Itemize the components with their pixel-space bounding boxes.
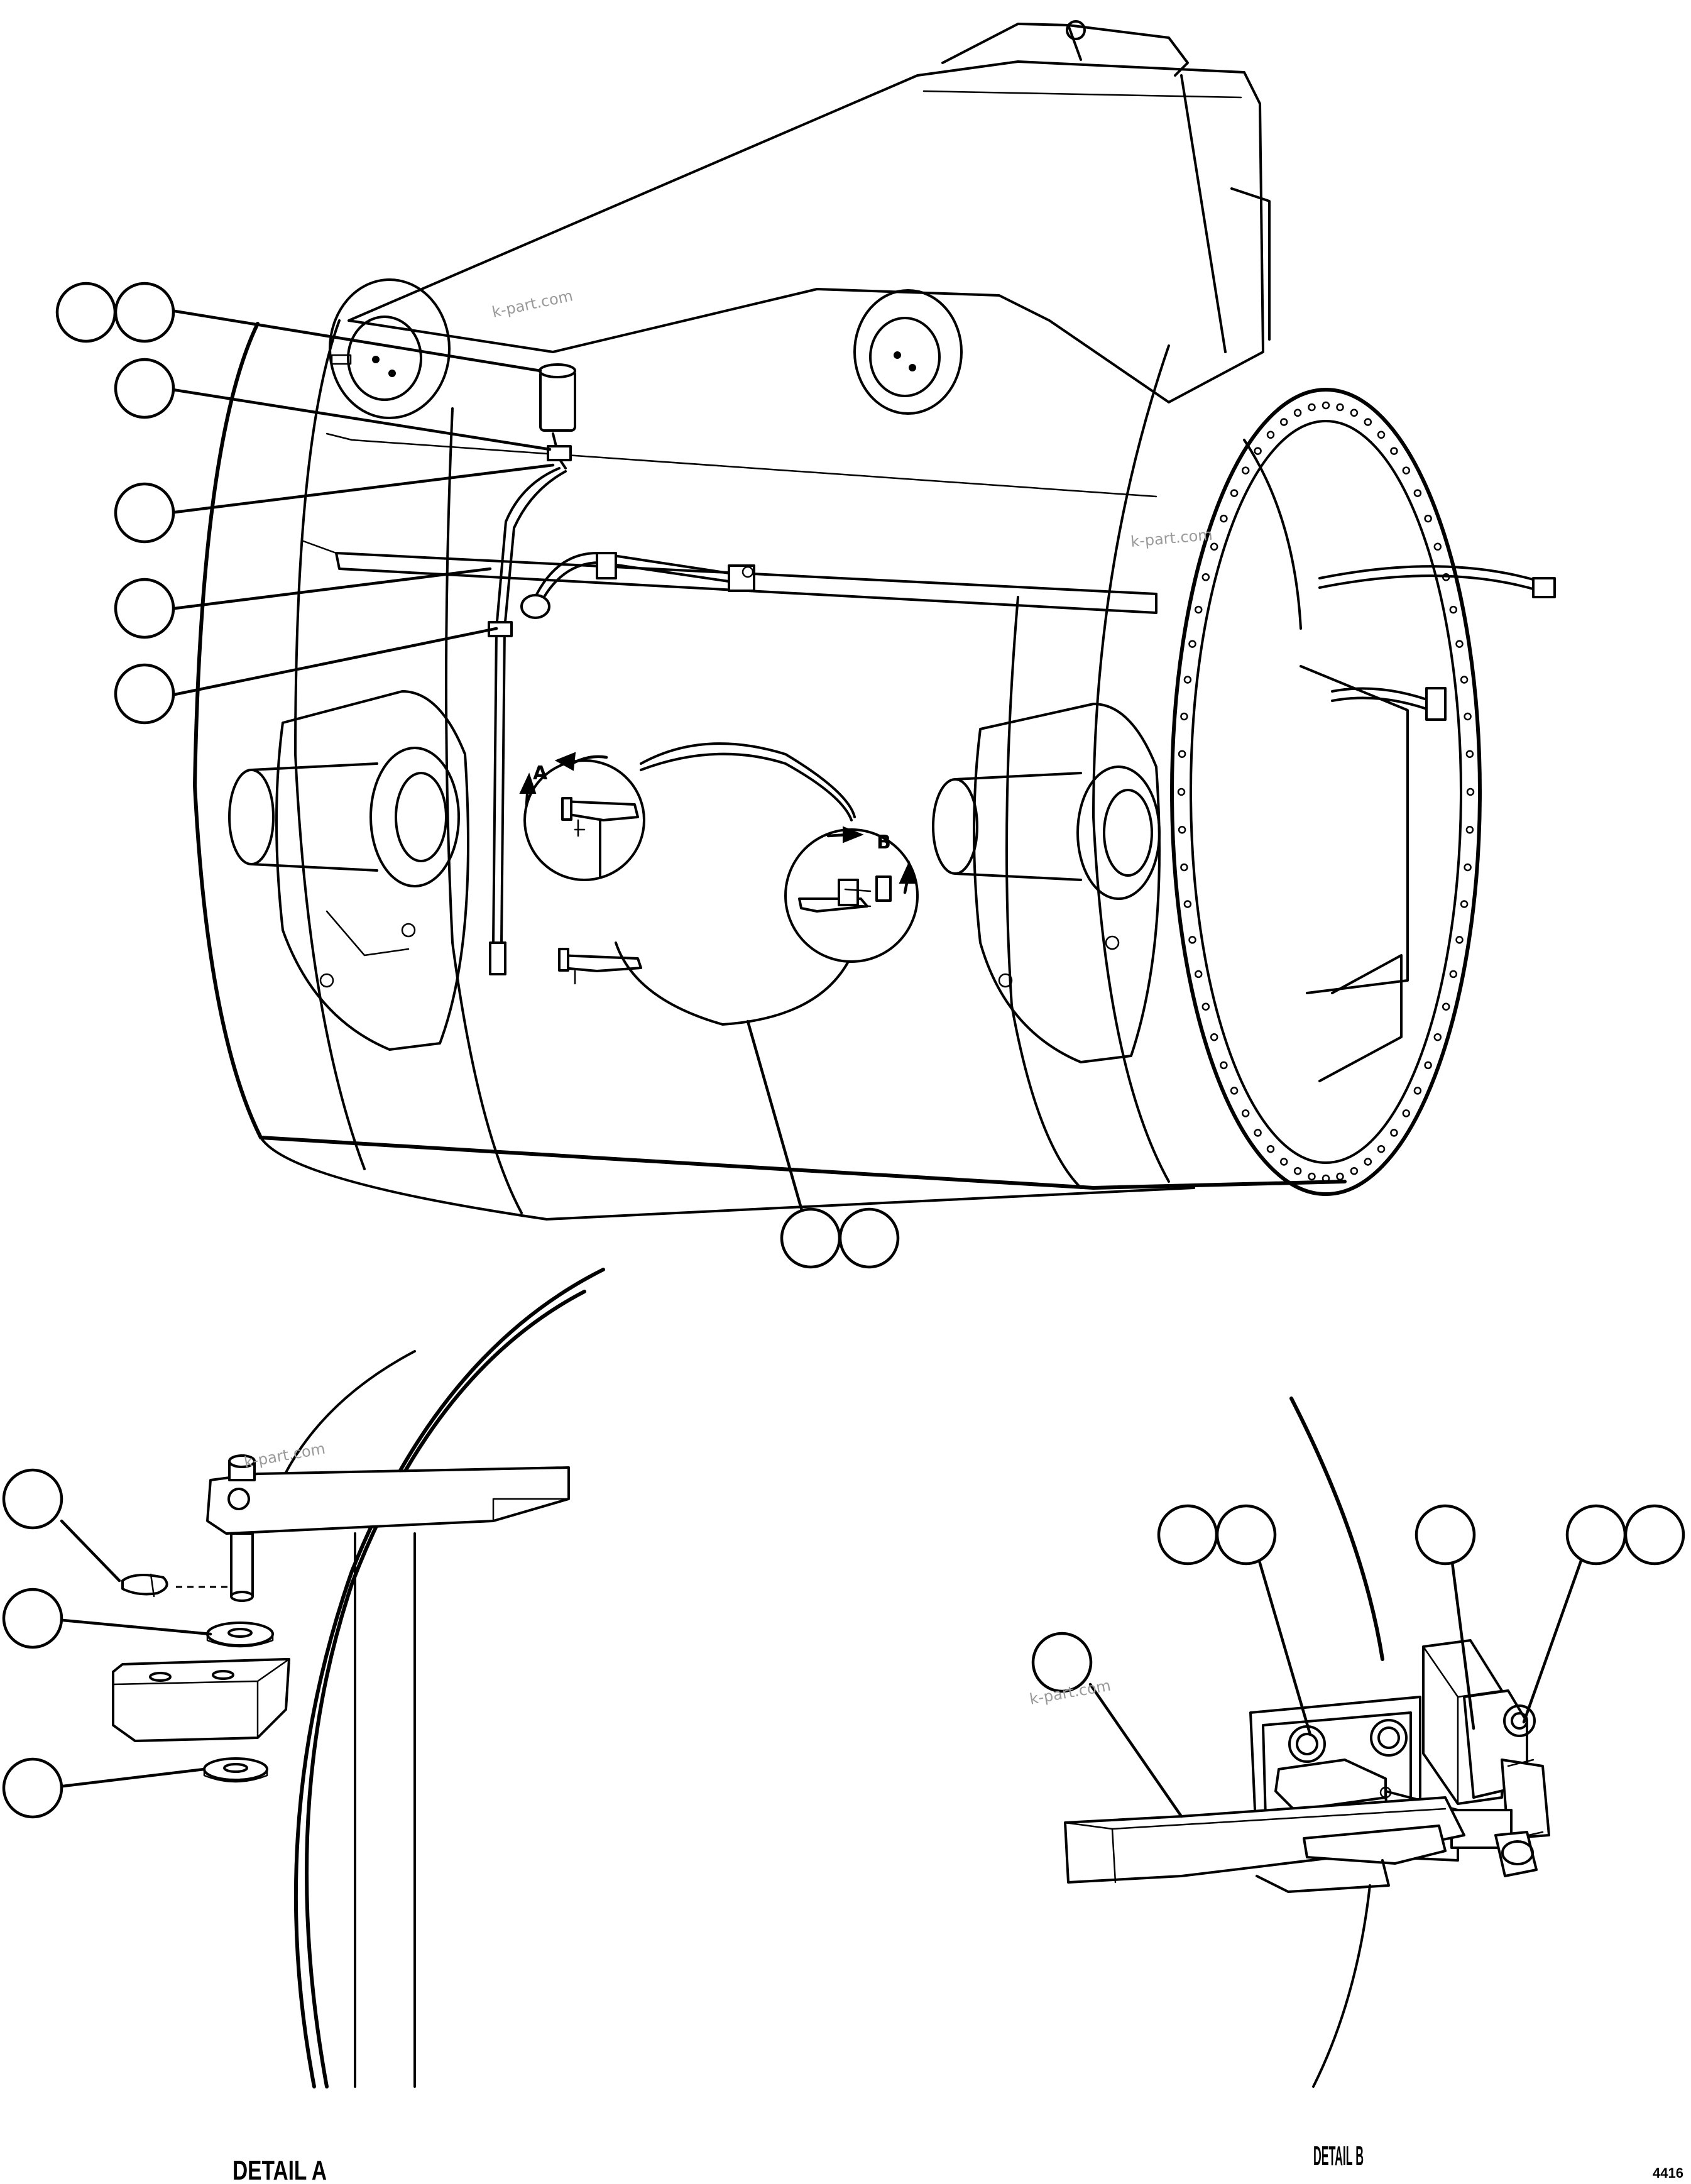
callout-bubble [114, 358, 175, 419]
bolt-hole [1449, 605, 1458, 614]
bolt-hole [1183, 676, 1192, 684]
bolt-hole [1465, 750, 1474, 758]
bolt-hole [1308, 1172, 1316, 1181]
drawing-code: 4416 [1653, 2165, 1683, 2181]
bolt-hole [1364, 418, 1372, 426]
callout-bubble [1565, 1504, 1627, 1566]
bolt-hole [1449, 970, 1458, 979]
bolt-hole [1279, 1158, 1288, 1166]
bolt-hole [1460, 900, 1469, 908]
bolt-hole [1241, 1109, 1250, 1117]
bolt-hole [1322, 401, 1330, 410]
bolt-hole [1293, 409, 1302, 417]
callout-bubble [2, 1468, 63, 1530]
callout-bubble [1624, 1504, 1685, 1566]
callout-bubble [1031, 1632, 1093, 1693]
bolt-hole [1279, 418, 1288, 426]
bolt-hole [1377, 1144, 1386, 1153]
bolt-hole [1254, 1129, 1262, 1137]
bolt-hole [1336, 1172, 1344, 1181]
bolt-hole [1390, 1129, 1398, 1137]
bolt-hole [1180, 712, 1188, 721]
bolt-hole [1180, 863, 1188, 872]
watermark: k-part.com [243, 1440, 327, 1471]
callout-bubble [2, 1588, 63, 1649]
bolt-hole [1464, 712, 1472, 721]
bolt-hole [1460, 676, 1469, 684]
bolt-hole [1424, 1061, 1432, 1070]
watermark: k-part.com [490, 287, 574, 321]
main-callouts [55, 282, 900, 1269]
bolt-hole [1188, 936, 1196, 944]
bolt-hole [1350, 409, 1359, 417]
detail-a-view: k-part.com DETAIL A [2, 1268, 605, 2184]
bolt-hole [1230, 489, 1239, 497]
bolt-hole [1178, 826, 1186, 834]
bolt-hole [1402, 466, 1411, 475]
callout-bubble [55, 282, 117, 343]
detail-b-caption: DETAIL B [1313, 2141, 1364, 2171]
bolt-hole [1230, 1087, 1239, 1095]
bolt-hole [1308, 403, 1316, 412]
bolt-hole [1210, 1033, 1218, 1041]
bolt-hole [1188, 640, 1196, 648]
bolt-hole [1220, 514, 1228, 523]
bolt-hole [1183, 900, 1192, 908]
bolt-hole [1442, 1002, 1450, 1011]
detail-a-locator: A [519, 752, 645, 985]
bolt-hole [1322, 1174, 1330, 1183]
callout-bubble [114, 282, 175, 343]
bolt-hole [1210, 542, 1218, 551]
bolt-hole [1402, 1109, 1411, 1117]
bolt-hole [1455, 640, 1464, 648]
bolt-hole [1455, 936, 1464, 944]
callout-bubble [114, 578, 175, 639]
bolt-hole [1201, 1002, 1210, 1011]
bolt-hole [1424, 514, 1432, 523]
bolt-hole [1178, 750, 1186, 758]
watermark: k-part.com [1130, 526, 1213, 551]
callout-bubble [114, 482, 175, 544]
bolt-hole [1266, 431, 1275, 439]
detail-b-locator: B [784, 826, 919, 963]
bolt-hole [1390, 447, 1398, 455]
callout-bubble [1415, 1504, 1476, 1566]
bolt-hole [1336, 403, 1344, 412]
callout-bubble [1215, 1504, 1277, 1566]
bolt-hole [1220, 1061, 1228, 1070]
detail-a-caption: DETAIL A [233, 2155, 327, 2184]
callout-bubble [780, 1207, 841, 1269]
bolt-hole [1364, 1158, 1372, 1166]
bolt-hole [1377, 431, 1386, 439]
bolt-hole [1293, 1166, 1302, 1175]
bolt-hole [1241, 466, 1250, 475]
bolt-hole [1413, 489, 1422, 497]
bolt-hole [1433, 1033, 1442, 1041]
bolt-hole [1201, 573, 1210, 581]
bolt-hole [1433, 542, 1442, 551]
bolt-hole [1465, 826, 1474, 834]
bolt-hole [1266, 1144, 1275, 1153]
housing-assembly [193, 20, 1556, 1221]
callout-bubble [838, 1207, 900, 1269]
detail-a-marker: A [533, 762, 548, 784]
bolt-ring [1177, 401, 1475, 1183]
bolt-hole [1177, 787, 1186, 796]
bolt-hole [1350, 1166, 1359, 1175]
callout-bubble [114, 663, 175, 725]
bolt-hole [1254, 447, 1262, 455]
detail-b-marker: B [877, 831, 891, 853]
bolt-hole [1194, 605, 1203, 614]
bolt-hole [1413, 1087, 1422, 1095]
detail-b-view: k-part.com DETAIL B [1028, 1397, 1685, 2171]
bolt-hole [1466, 787, 1475, 796]
bolt-hole [1464, 863, 1472, 872]
callout-bubble [2, 1757, 63, 1819]
callout-bubble [1157, 1504, 1218, 1566]
bolt-hole [1194, 970, 1203, 979]
